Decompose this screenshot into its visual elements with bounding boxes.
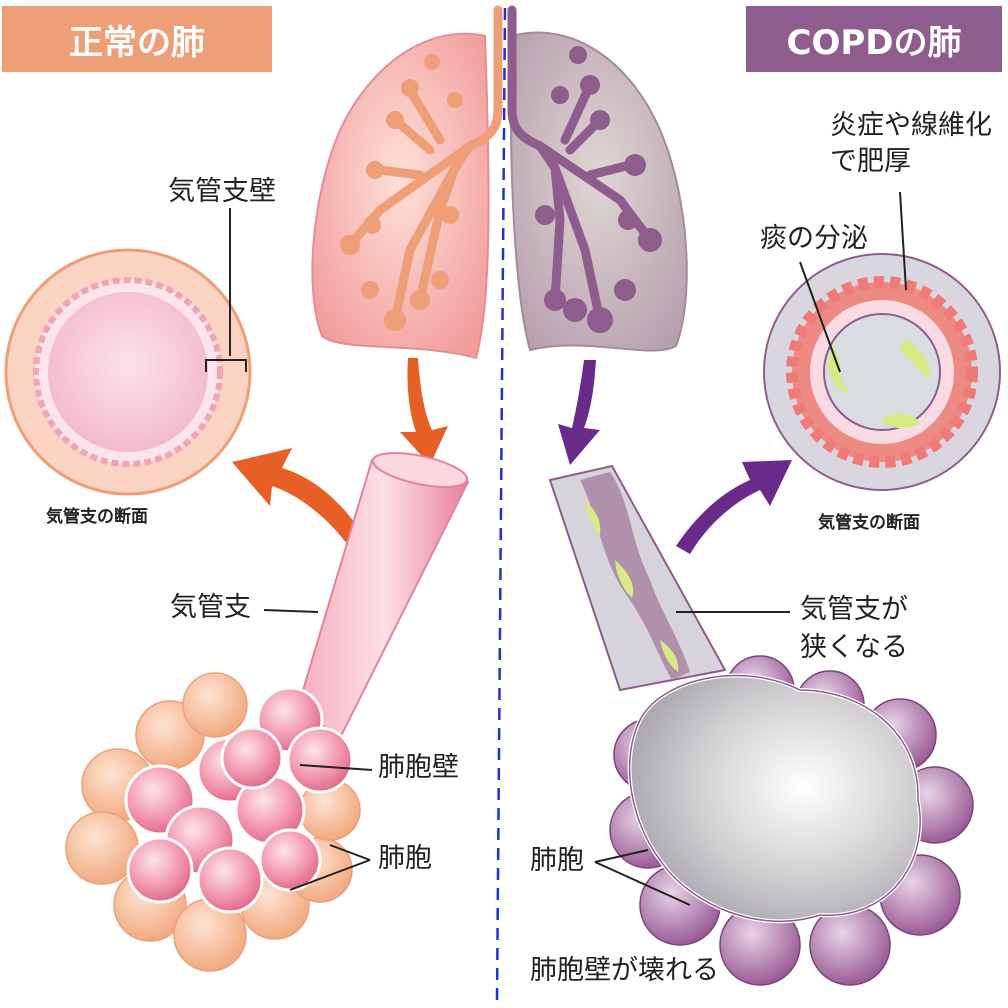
leader-normal-alveoli: [289, 844, 371, 891]
normal-alveoli-label: 肺胞: [378, 843, 432, 874]
normal-arrow-up: [232, 448, 366, 548]
alveolar-wall-broken-label: 肺胞壁が壊れる: [530, 955, 719, 986]
copd-alveoli-label: 肺胞: [530, 845, 584, 876]
copd-lung-title: COPDの肺: [746, 6, 1002, 72]
normal-arrow-down: [400, 358, 448, 465]
narrowing-label-line1: 気管支が: [800, 594, 908, 625]
narrowing-label-line2: 狭くなる: [800, 632, 908, 663]
bronchial-wall-label: 気管支壁: [168, 176, 276, 207]
copd-alveoli-cluster: [548, 464, 974, 986]
thickening-label-line2: で肥厚: [830, 146, 911, 177]
normal-lung: [311, 5, 503, 360]
normal-alveoli-cluster: [65, 452, 470, 972]
normal-bronchus-label: 気管支: [170, 592, 251, 623]
copd-cross-section: [763, 253, 1001, 491]
copd-arrow-down: [558, 360, 600, 465]
center-divider: [495, 7, 507, 1001]
mucus-label: 痰の分泌: [760, 223, 868, 254]
thickening-label-line1: 炎症や線維化: [830, 110, 992, 141]
leader-copd-alveoli: [594, 849, 691, 906]
leader-normal-bronchus: [263, 609, 319, 613]
alveolar-wall-label: 肺胞壁: [378, 752, 459, 783]
normal-cross-section: [4, 248, 252, 496]
copd-lung: [507, 5, 688, 352]
leader-alveolar-wall: [299, 764, 373, 771]
copd-arrow-up: [676, 460, 792, 554]
normal-lung-title: 正常の肺: [2, 6, 272, 72]
copd-cross-section-label: 気管支の断面: [818, 513, 920, 533]
normal-cross-section-label: 気管支の断面: [46, 507, 148, 527]
